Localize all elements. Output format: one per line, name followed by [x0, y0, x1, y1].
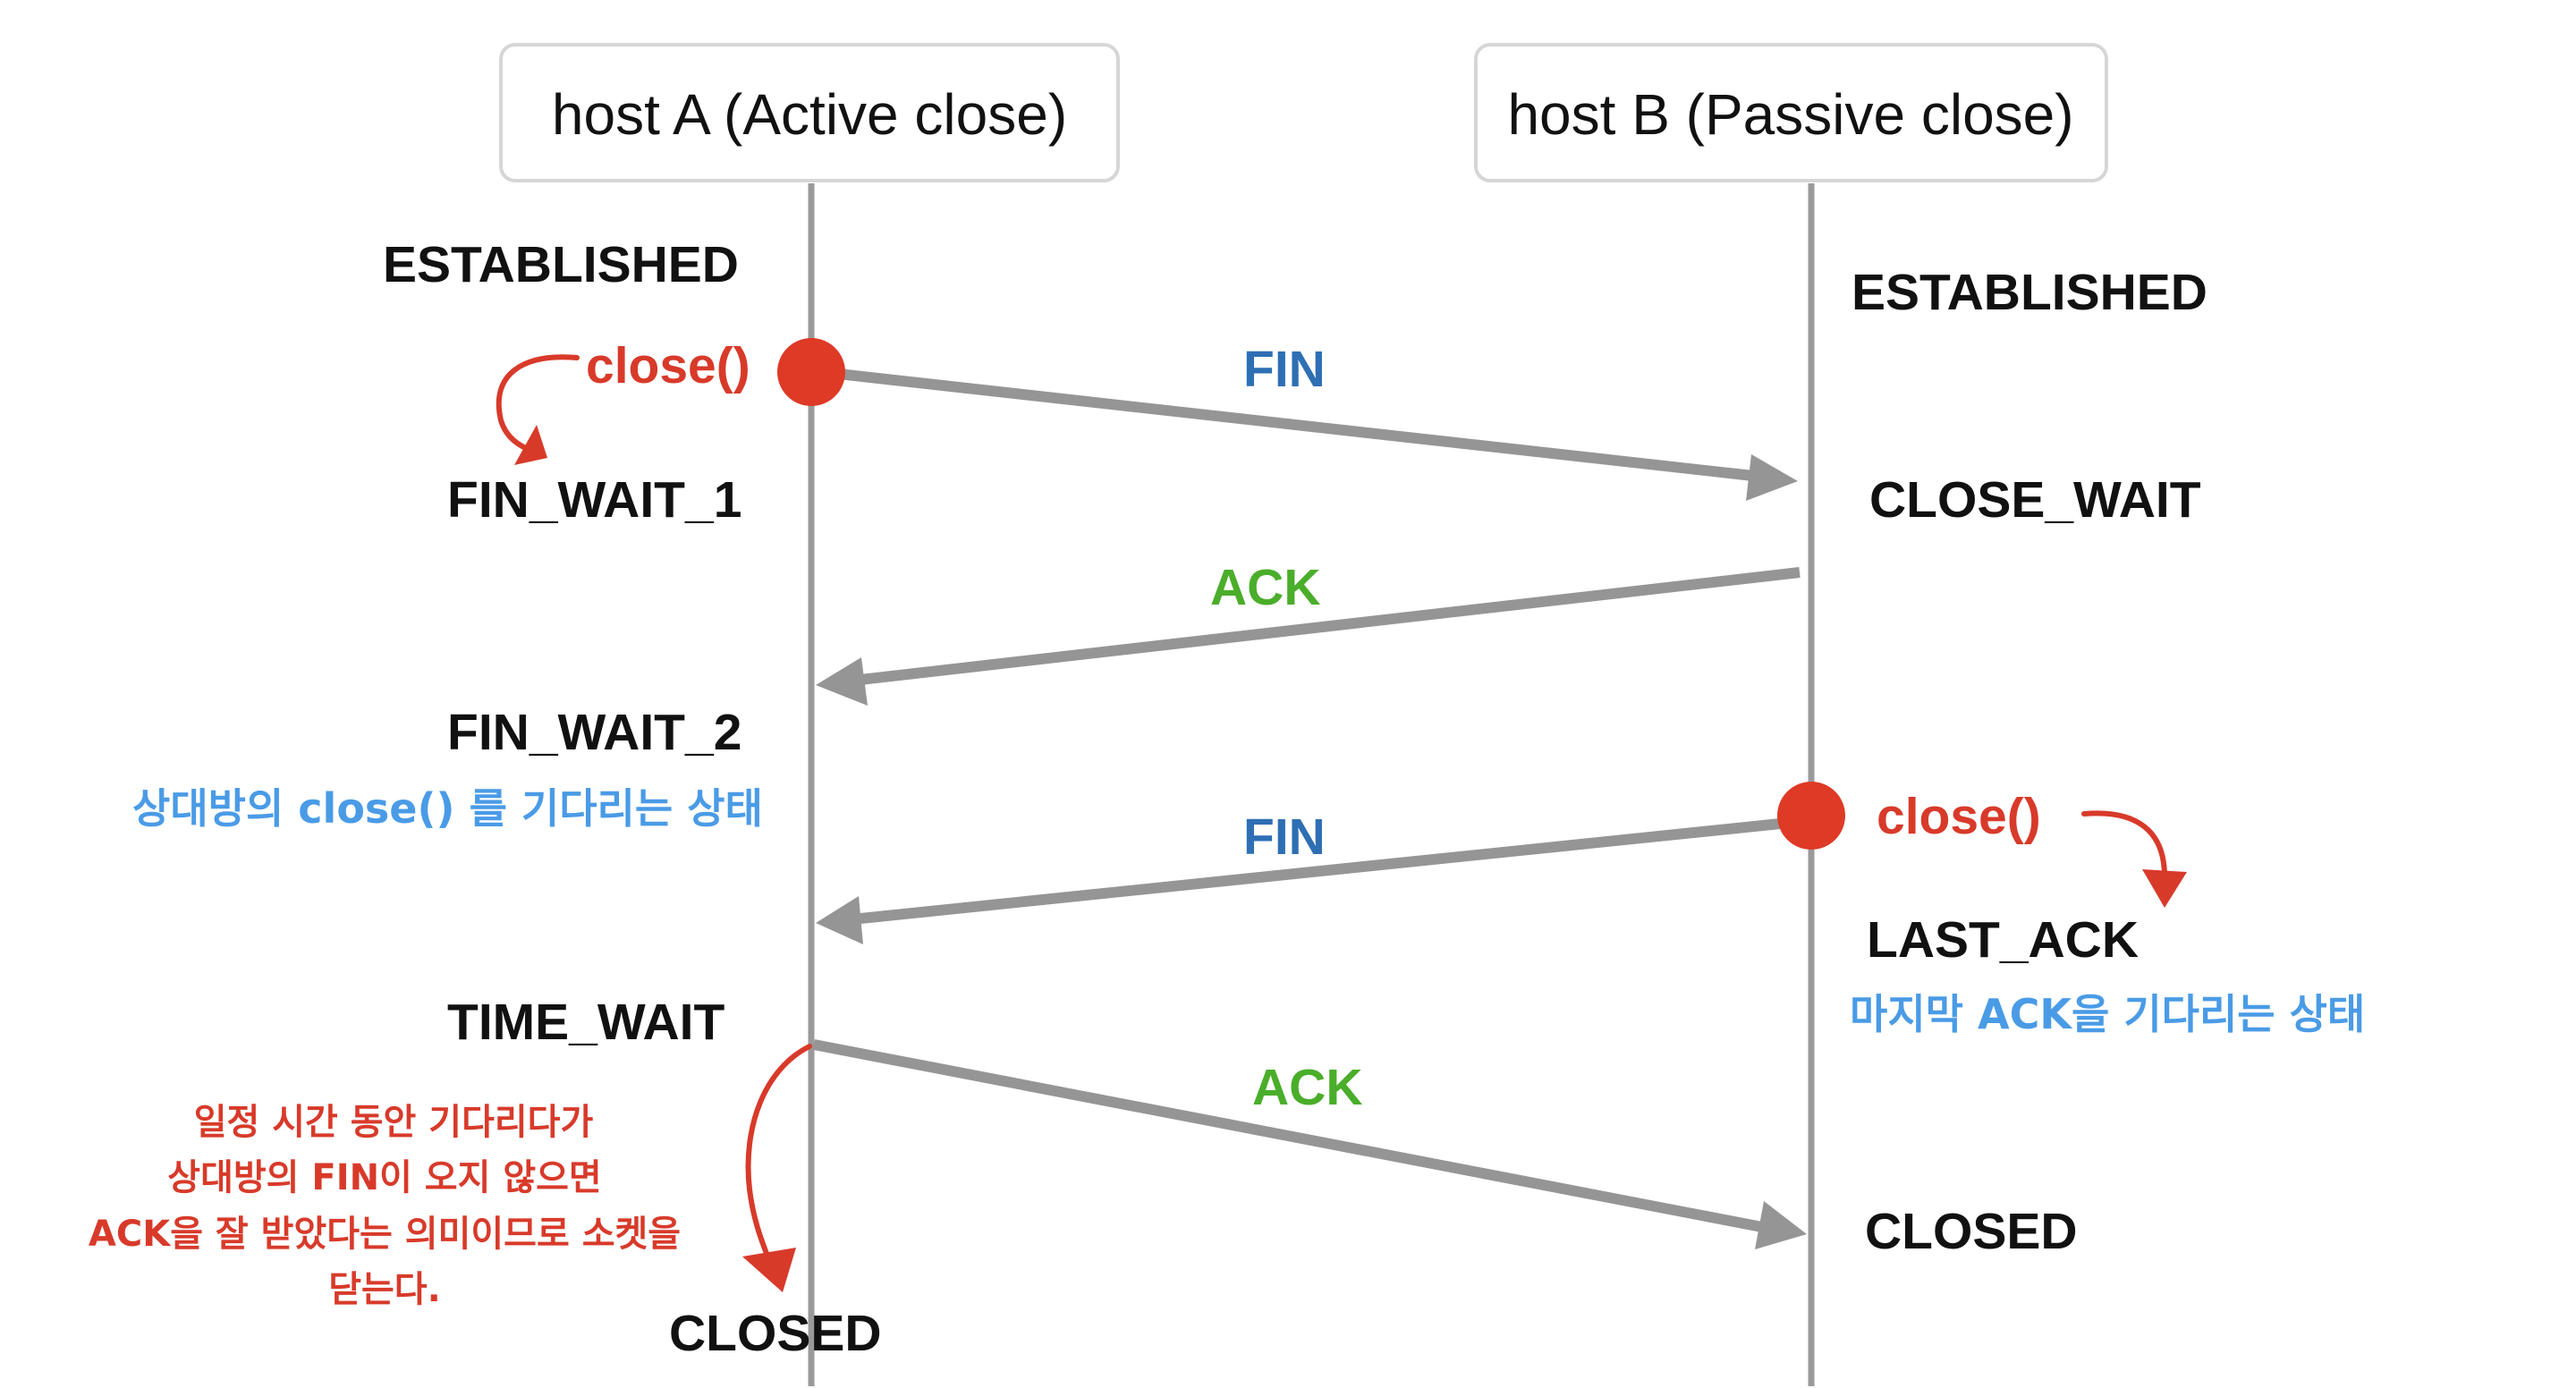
state-b-established: ESTABLISHED	[1852, 264, 2207, 321]
fin-label-2: FIN	[1243, 808, 1326, 866]
state-a-fin-wait-2: FIN_WAIT_2	[447, 704, 741, 761]
close-event-dot-a	[777, 338, 845, 406]
note-fin-wait-2: 상대방의 close() 를 기다리는 상태	[132, 784, 763, 833]
state-a-established: ESTABLISHED	[383, 236, 739, 293]
ack-arrow-b-to-a	[816, 567, 1801, 706]
state-a-closed: CLOSED	[669, 1305, 882, 1362]
host-b-box: host B (Passive close)	[1474, 43, 2108, 182]
curl-arrow-b	[2081, 810, 2187, 908]
note-time-wait: 일정 시간 동안 기다리다가 상대방의 FIN이 오지 않으면 ACK을 잘 받…	[89, 1102, 681, 1310]
state-b-last-ack: LAST_ACK	[1867, 911, 2139, 969]
note-time-wait-line-2: 상대방의 FIN이 오지 않으면	[167, 1157, 601, 1198]
note-time-wait-line-4: 닫는다.	[328, 1269, 441, 1310]
state-a-fin-wait-1: FIN_WAIT_1	[447, 471, 741, 529]
note-time-wait-line-3: ACK을 잘 받았다는 의미이므로 소켓을	[89, 1214, 681, 1255]
fin-arrow-a-to-b	[813, 366, 1798, 501]
fin-label-1: FIN	[1243, 341, 1326, 398]
host-a-box: host A (Active close)	[499, 43, 1120, 182]
close-call-a: close()	[586, 337, 750, 394]
close-call-b: close()	[1877, 788, 2041, 845]
curl-arrow-a	[496, 354, 580, 465]
note-time-wait-line-1: 일정 시간 동안 기다리다가	[194, 1102, 594, 1143]
note-last-ack: 마지막 ACK을 기다리는 상태	[1850, 990, 2365, 1038]
fin-arrow-b-to-a	[816, 817, 1790, 944]
state-b-close-wait: CLOSE_WAIT	[1869, 471, 2201, 529]
ack-label-1: ACK	[1210, 559, 1321, 616]
ack-label-2: ACK	[1252, 1059, 1363, 1116]
state-a-time-wait: TIME_WAIT	[447, 994, 725, 1051]
host-a-title: host A (Active close)	[552, 82, 1067, 147]
state-b-closed: CLOSED	[1865, 1203, 2078, 1260]
host-b-title: host B (Passive close)	[1507, 82, 2073, 147]
ack-arrow-a-to-b	[812, 1039, 1807, 1249]
curl-arrow-time-wait	[742, 1044, 812, 1292]
close-event-dot-b	[1777, 782, 1845, 850]
